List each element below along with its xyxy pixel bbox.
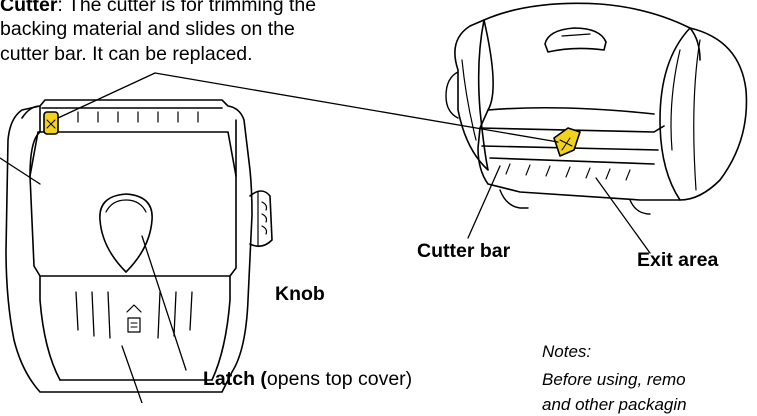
- notes-heading: Notes:: [542, 342, 592, 361]
- latch-term: Latch (: [203, 368, 267, 390]
- cutter-description-line2: backing material and slides on the: [0, 18, 295, 40]
- cutter-bar-label: Cutter bar: [417, 240, 511, 262]
- printer-diagram: [0, 2, 748, 403]
- cutter-description-line3: cutter bar. It can be replaced.: [0, 43, 253, 65]
- leader-lines: [0, 72, 651, 403]
- printer-top-view: [5, 99, 273, 393]
- latch-description: opens top cover): [266, 368, 413, 390]
- knob-label: Knob: [275, 283, 325, 305]
- exit-area-label: Exit area: [637, 249, 719, 271]
- cutter-description: Cutter: The cutter is for trimming the: [0, 0, 316, 17]
- cutter-highlight-left: [43, 111, 59, 135]
- cutter-term: Cutter: [0, 0, 58, 16]
- cutter-description-line1: : The cutter is for trimming the: [57, 0, 317, 16]
- notes-line1: Before using, remo: [542, 370, 686, 389]
- latch-label: Latch (opens top cover): [203, 368, 412, 391]
- printer-front-view: [445, 2, 748, 215]
